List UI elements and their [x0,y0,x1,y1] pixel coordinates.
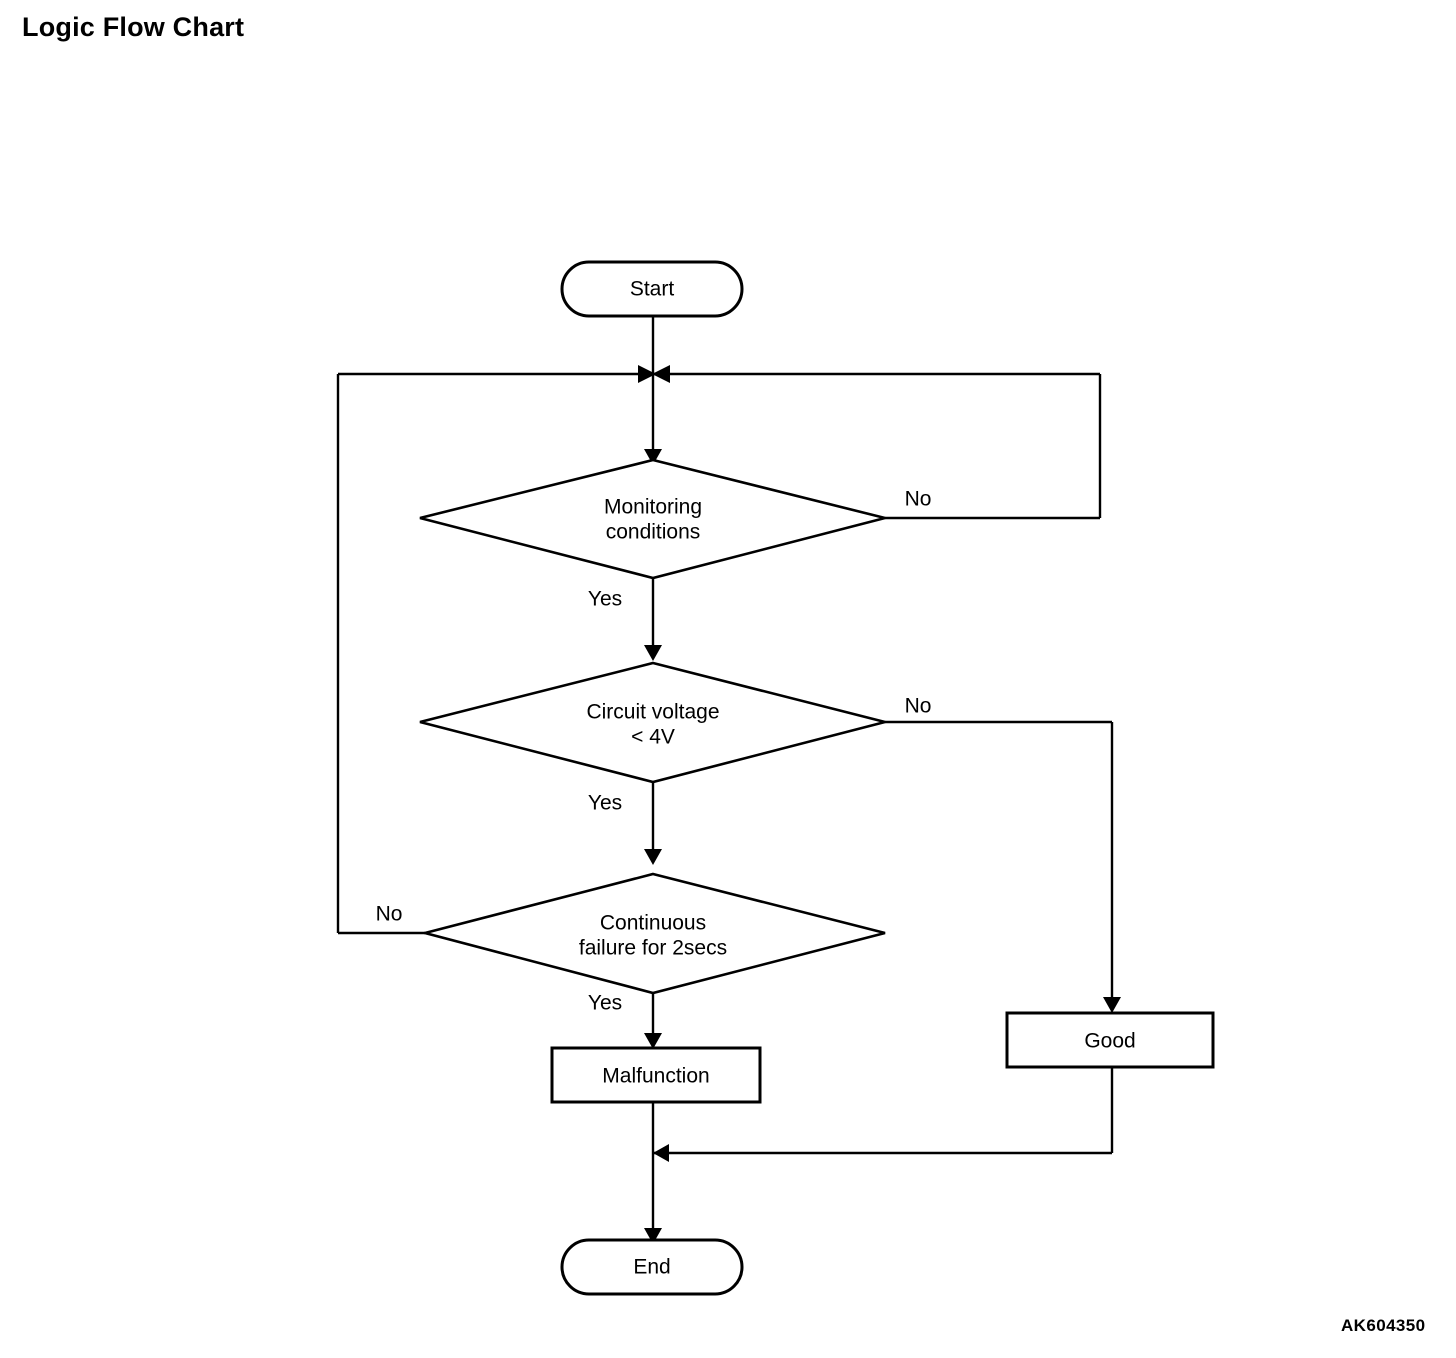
node-voltage-label-line2: < 4V [631,726,675,749]
node-good-label: Good [1084,1030,1135,1053]
edge-label-continuous-yes: Yes [588,992,622,1015]
node-continuous-label-line1: Continuous [600,912,706,935]
node-monitoring-label-line2: conditions [606,521,701,544]
arrow-into-continuous-icon [644,849,662,865]
arrow-into-end-icon [644,1228,662,1244]
arrow-into-voltage-icon [644,645,662,661]
edge-label-monitoring-yes: Yes [588,588,622,611]
node-voltage-label-line1: Circuit voltage [586,701,719,724]
node-start[interactable] [560,260,744,318]
node-circuit-voltage[interactable] [419,661,886,784]
page-title: Logic Flow Chart [22,12,245,42]
node-end-label: End [633,1256,670,1279]
node-monitoring-conditions[interactable] [419,458,886,580]
figure-code: AK604350 [1341,1316,1426,1335]
node-malfunction-label: Malfunction [602,1065,709,1088]
merge-arrow-from-left-icon [638,365,656,383]
edge-label-voltage-yes: Yes [588,792,622,815]
node-start-label: Start [630,278,675,301]
edge-label-voltage-no: No [905,695,932,718]
arrow-into-good-icon [1103,997,1121,1013]
node-good[interactable] [1005,1011,1215,1069]
arrow-into-malfunction-icon [644,1033,662,1049]
node-monitoring-label-line1: Monitoring [604,496,702,519]
arrow-good-merge-icon [653,1144,669,1162]
edge-label-continuous-no: No [376,903,403,926]
edge-label-monitoring-no: No [905,488,932,511]
node-end[interactable] [560,1238,744,1296]
arrow-into-monitoring-icon [644,449,662,465]
node-continuous-failure[interactable] [419,872,886,995]
node-malfunction[interactable] [550,1046,762,1104]
node-continuous-label-line2: failure for 2secs [579,937,727,960]
merge-arrow-from-right-icon [652,365,670,383]
